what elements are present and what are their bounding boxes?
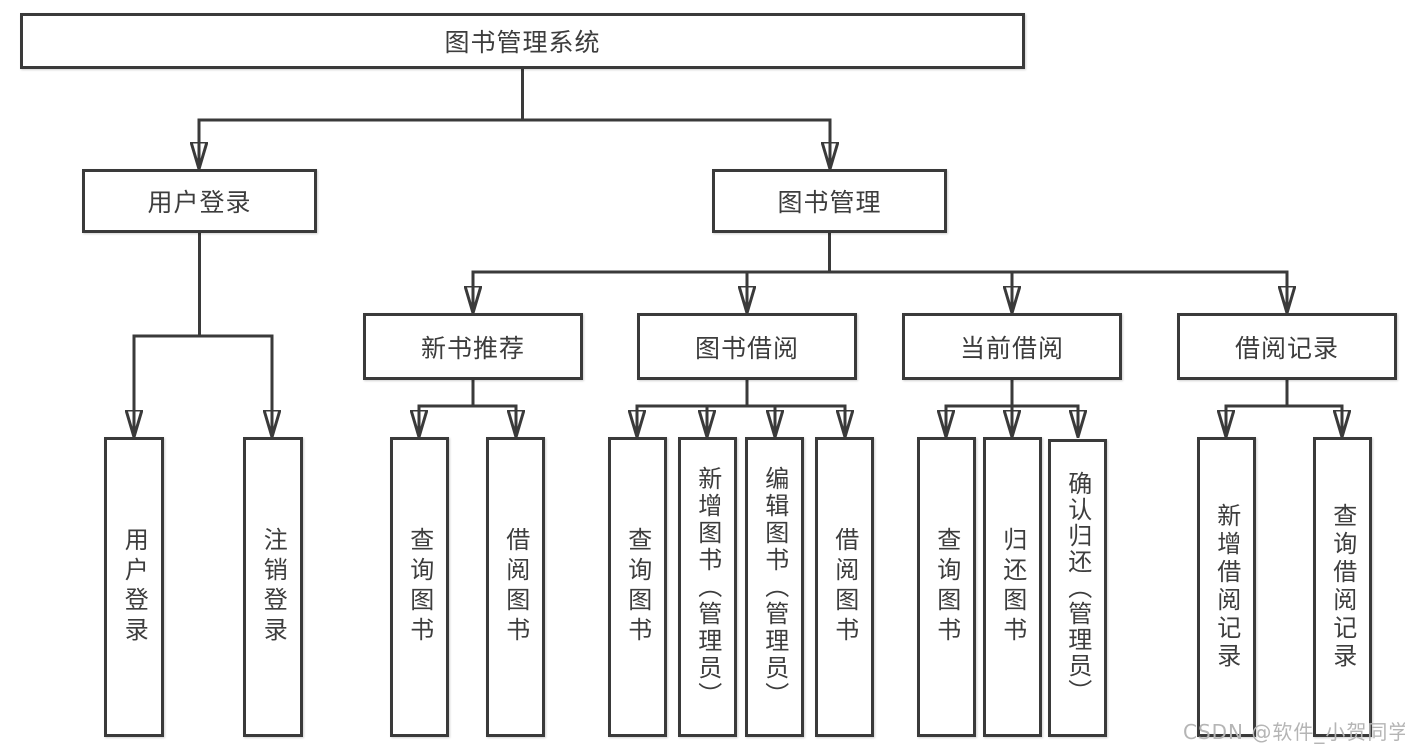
leaf-add-books-admin: 新增图书（管理员） [678, 437, 737, 737]
node-library-management-system: 图书管理系统 [20, 13, 1025, 69]
node-current-borrowing: 当前借阅 [902, 313, 1122, 380]
node-label: 注销登录 [259, 527, 288, 647]
node-label: 借阅记录 [1234, 333, 1339, 363]
node-book-borrowing: 图书借阅 [637, 313, 857, 380]
leaf-confirm-return-admin: 确认归还（管理员） [1048, 439, 1107, 737]
node-label: 当前借阅 [959, 333, 1064, 363]
node-label: 确认归还（管理员） [1063, 471, 1092, 705]
leaf-logout: 注销登录 [243, 437, 303, 737]
node-label: 查询图书 [623, 527, 652, 647]
leaf-borrow-books-recommend: 借阅图书 [486, 437, 545, 737]
node-label: 图书管理系统 [444, 28, 601, 57]
node-book-management: 图书管理 [712, 169, 947, 233]
leaf-query-books-recommend: 查询图书 [390, 437, 449, 737]
node-label: 查询图书 [932, 527, 961, 647]
node-new-book-recommend: 新书推荐 [363, 313, 583, 380]
leaf-borrow-books-borrowing: 借阅图书 [815, 437, 874, 737]
leaf-query-books-current: 查询图书 [917, 437, 976, 737]
leaf-return-books: 归还图书 [983, 437, 1042, 737]
leaf-query-borrow-record: 查询借阅记录 [1313, 437, 1372, 737]
node-label: 图书管理 [777, 188, 882, 217]
node-label: 新书推荐 [420, 333, 525, 363]
node-label: 归还图书 [998, 527, 1027, 647]
csdn-watermark: CSDN @软件_小贺同学 [1183, 720, 1405, 744]
node-user-login: 用户登录 [82, 169, 317, 233]
node-label: 用户登录 [120, 527, 149, 647]
node-label: 新增图书（管理员） [693, 465, 722, 709]
node-borrowing-records: 借阅记录 [1177, 313, 1397, 380]
node-label: 借阅图书 [830, 527, 859, 647]
leaf-add-borrow-record: 新增借阅记录 [1197, 437, 1256, 737]
node-label: 图书借阅 [694, 333, 799, 363]
node-label: 查询借阅记录 [1328, 503, 1357, 671]
leaf-query-books-borrowing: 查询图书 [608, 437, 667, 737]
leaf-edit-books-admin: 编辑图书（管理员） [745, 437, 804, 737]
node-label: 编辑图书（管理员） [760, 465, 789, 709]
node-label: 查询图书 [405, 527, 434, 647]
leaf-user-login: 用户登录 [104, 437, 164, 737]
node-label: 新增借阅记录 [1212, 503, 1241, 671]
node-label: 用户登录 [147, 188, 252, 217]
node-label: 借阅图书 [501, 527, 530, 647]
